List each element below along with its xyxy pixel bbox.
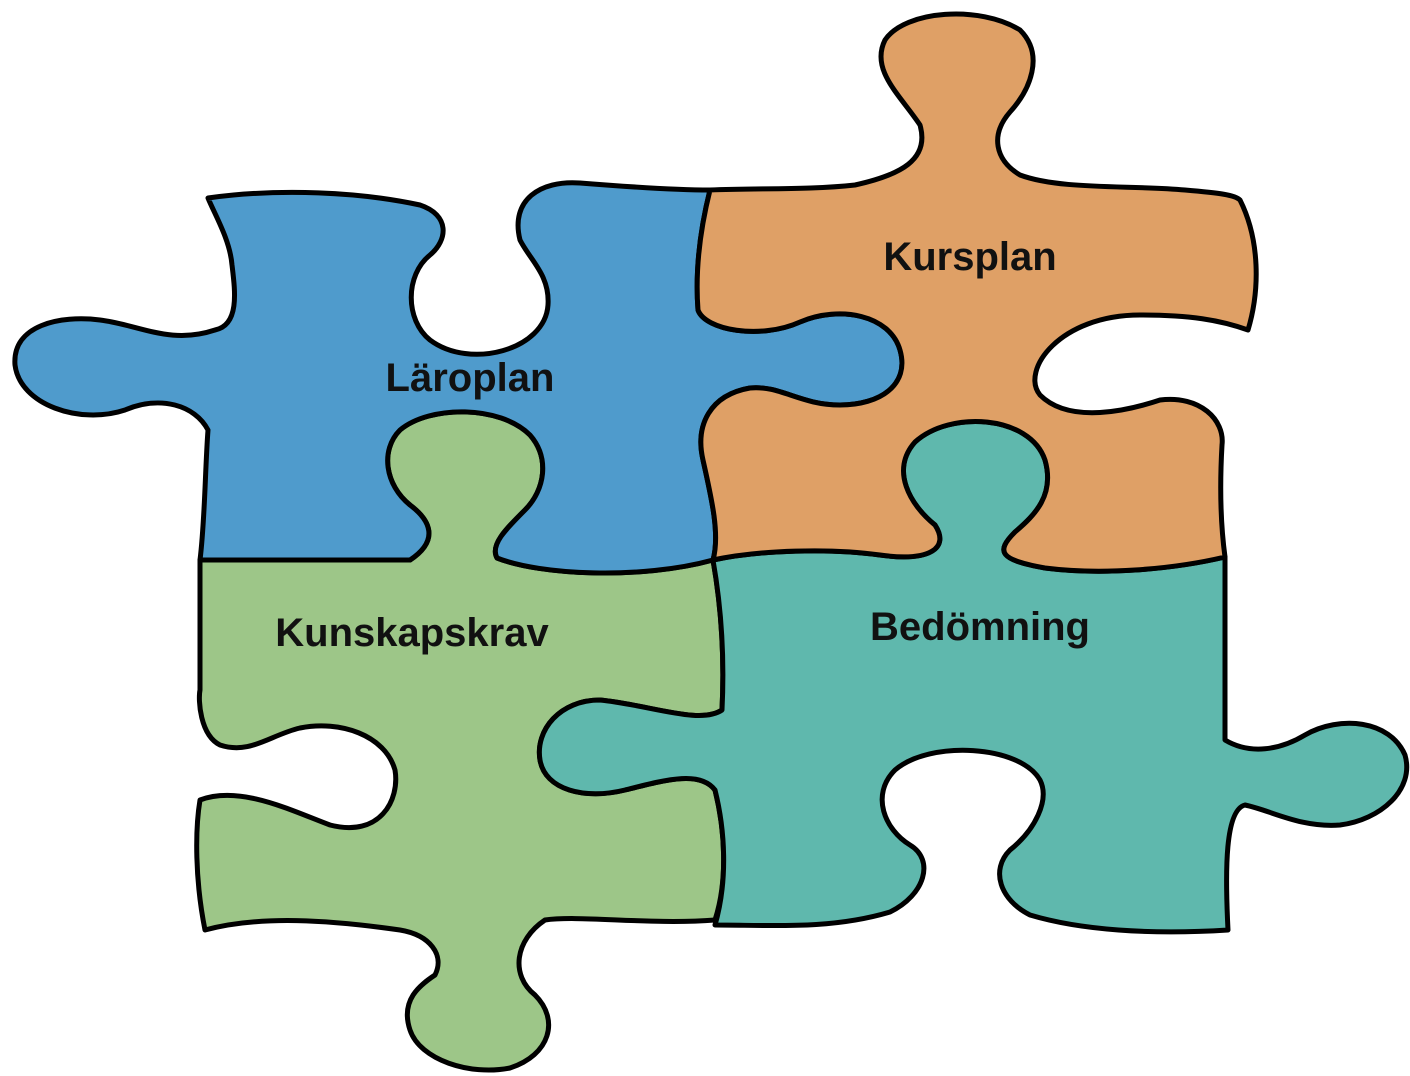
piece-kunskapskrav: Kunskapskrav bbox=[194, 409, 727, 1073]
piece-kursplan-label: Kursplan bbox=[883, 235, 1056, 279]
piece-kursplan: Kursplan bbox=[694, 11, 1259, 574]
piece-kursplan-shape bbox=[694, 11, 1259, 574]
piece-bedomning-label: Bedömning bbox=[870, 605, 1090, 649]
piece-kunskapskrav-label: Kunskapskrav bbox=[275, 611, 549, 655]
piece-laroplan-label: Läroplan bbox=[386, 356, 555, 400]
